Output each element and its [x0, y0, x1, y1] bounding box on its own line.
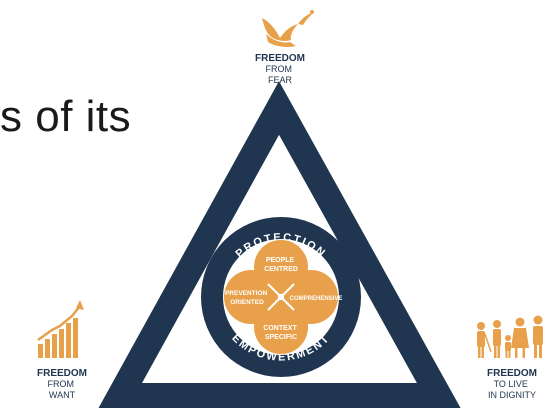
petal-right-label: COMPREHENSIVE [290, 296, 343, 302]
petal-group [224, 240, 338, 354]
petal-top-label: PEOPLE CENTRED [264, 257, 298, 273]
rising-bar-chart-icon [37, 300, 84, 358]
petal-left-label: PREVENTION ORIENTED [225, 290, 269, 306]
right-label-sub: TO LIVE IN DIGNITY [488, 379, 536, 400]
petal-bottom [254, 300, 308, 354]
petal-bottom-label: CONTEXT SPECIFIC [263, 325, 298, 341]
top-label-title: FREEDOM [255, 53, 305, 64]
left-label-sub: FROM WANT [47, 379, 76, 400]
left-label-title: FREEDOM [37, 368, 87, 379]
slide-title-fragment: s of its [0, 92, 132, 141]
triangle-frame [98, 81, 461, 408]
family-icon [477, 315, 543, 358]
dove-icon [262, 10, 314, 47]
right-label-title: FREEDOM [487, 368, 537, 379]
top-label-sub: FROM FEAR [265, 64, 294, 85]
